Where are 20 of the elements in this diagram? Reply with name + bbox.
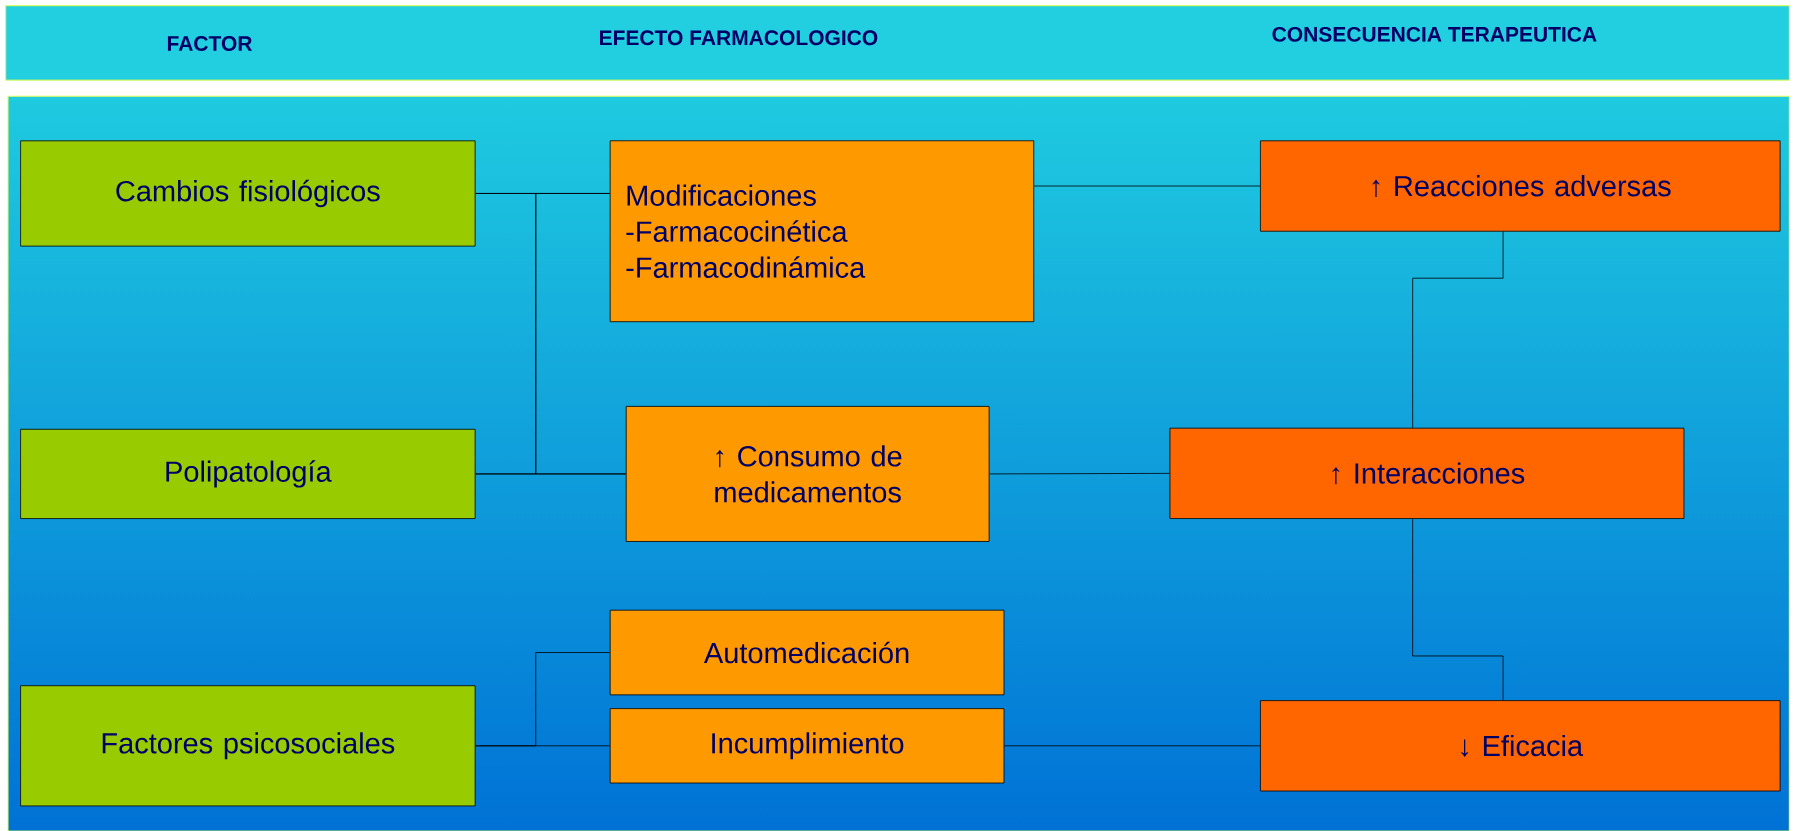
column-heading: FACTOR [167,36,253,51]
process-box: Cambios fisiológicos [20,140,476,247]
process-box: Factores psicosociales [20,685,476,807]
connector-line [989,472,1170,475]
connector-line [475,473,627,475]
process-box: Incumplimiento [609,708,1005,784]
connector-line [475,745,611,747]
process-box: ↑ Reacciones adversas [1260,140,1781,232]
process-box: Modificaciones -Farmacocinética -Farmacodinámica [609,140,1035,323]
process-box: ↓ Eficacia [1260,700,1781,792]
connector-line [1412,231,1504,429]
process-box: Polipatología [20,428,476,519]
connector-line [1033,185,1261,187]
process-box: ↑ Interacciones [1169,427,1685,519]
process-box: ↑ Consumo de medicamentos [625,405,990,542]
column-heading: EFECTO FARMACOLOGICO [600,30,878,46]
connector-line [1412,518,1504,701]
column-heading: CONSECUENCIA TERAPEUTICA [1272,26,1597,42]
process-box: Automedicación [609,609,1005,696]
connector-line [1003,745,1261,747]
